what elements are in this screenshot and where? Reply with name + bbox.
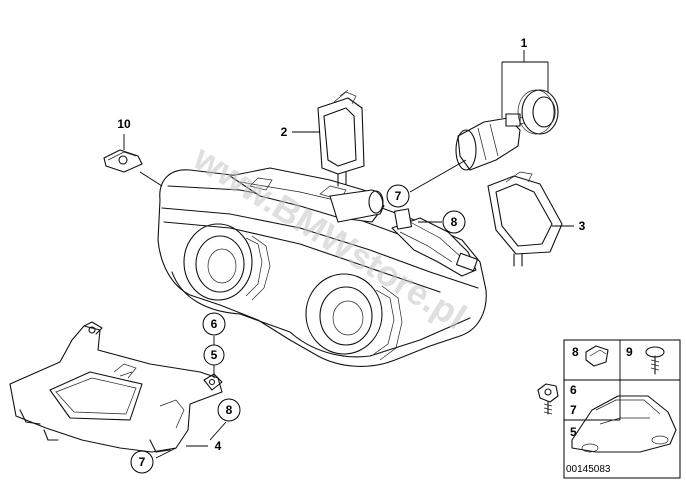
cover-part-3 — [487, 171, 563, 267]
callouts: 1 2 3 4 10 7 8 6 5 8 7 — [117, 36, 586, 474]
headlight-assembly — [157, 167, 487, 367]
callout-8-lower-label: 8 — [226, 403, 233, 417]
callout-8-lower: 8 — [217, 398, 241, 422]
callout-6-label: 6 — [211, 317, 218, 331]
diagram-code: 00145083 — [566, 464, 611, 475]
cover-part-2 — [317, 89, 365, 187]
leader-lines — [123, 50, 574, 459]
clip-icon — [585, 345, 609, 367]
callout-4: 4 — [215, 439, 222, 453]
nut-screw-icon — [537, 383, 559, 415]
clip-nut-part-10 — [103, 149, 143, 173]
callout-5-label: 5 — [211, 348, 218, 362]
bracket-part-4 — [9, 321, 223, 453]
legend-number-5: 5 — [570, 425, 577, 439]
callout-7-upper-label: 7 — [395, 189, 402, 203]
callout-1: 1 — [521, 36, 528, 50]
callout-2: 2 — [281, 125, 288, 139]
legend-number-7: 7 — [570, 403, 577, 417]
screw-icon — [645, 346, 665, 375]
callout-7-lower-label: 7 — [139, 455, 146, 469]
callout-8-upper-label: 8 — [451, 215, 458, 229]
legend-number-8: 8 — [572, 345, 579, 359]
callout-7-lower: 7 — [130, 450, 154, 474]
car-silhouette-icon — [571, 395, 677, 453]
callout-7-upper: 7 — [386, 184, 410, 208]
bulb-socket-part-1 — [455, 89, 559, 171]
legend-number-6: 6 — [570, 383, 577, 397]
callout-10: 10 — [117, 117, 131, 131]
callout-8-upper: 8 — [442, 210, 466, 234]
callout-5: 5 — [203, 344, 225, 366]
callout-3: 3 — [579, 219, 586, 233]
callout-6: 6 — [202, 312, 226, 336]
legend-number-9: 9 — [626, 345, 633, 359]
legend-grid: 8 9 6 7 5 00145083 — [537, 339, 681, 479]
